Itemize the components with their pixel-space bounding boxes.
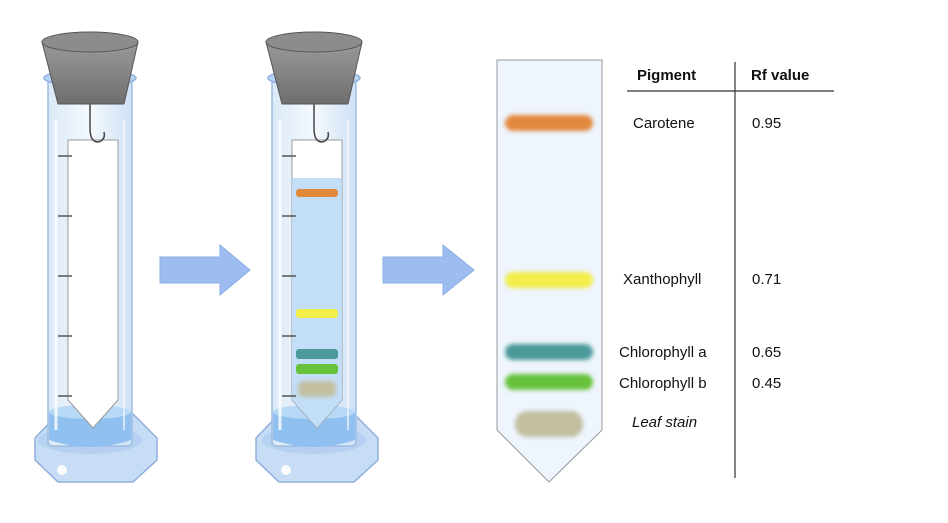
solvent [49,412,131,447]
band-chlorophyll-b [505,374,593,390]
header-pigment: Pigment [637,67,697,84]
band-carotene [296,189,338,197]
band-carotene [505,115,593,131]
header-rf-value: Rf value [751,67,810,84]
rf-carotene: 0.95 [752,115,782,132]
band-chlorophyll-a [505,344,593,360]
cylinder-after [255,31,379,483]
band-leaf-stain [298,381,336,397]
band-leaf-stain [515,411,583,437]
pigment-xanthophyll: Xanthophyll [623,271,702,288]
rf-xanthophyll: 0.71 [752,271,782,288]
right-arrow-icon [382,243,475,297]
chromatogram-strip [496,59,603,483]
band-chlorophyll-b [296,364,338,374]
band-chlorophyll-a [296,349,338,359]
paper-strip [67,139,119,429]
strip-bands [296,189,338,397]
band-xanthophyll [296,309,338,318]
graduation-marks [58,155,72,397]
right-arrow-icon [159,243,251,297]
solvent [273,412,355,447]
band-xanthophyll [505,272,593,288]
pigment-carotene: Carotene [633,115,695,132]
hook [313,104,330,143]
cylinder-before [34,31,158,483]
hook [89,104,106,143]
graduation-marks [282,155,296,397]
pigment-chlorophyll-b: Chlorophyll b [619,375,707,392]
rf-chlorophyll-b: 0.45 [752,375,782,392]
rf-chlorophyll-a: 0.65 [752,344,782,361]
pigment-chlorophyll-a: Chlorophyll a [619,344,707,361]
pigment-leaf-stain: Leaf stain [632,414,698,431]
